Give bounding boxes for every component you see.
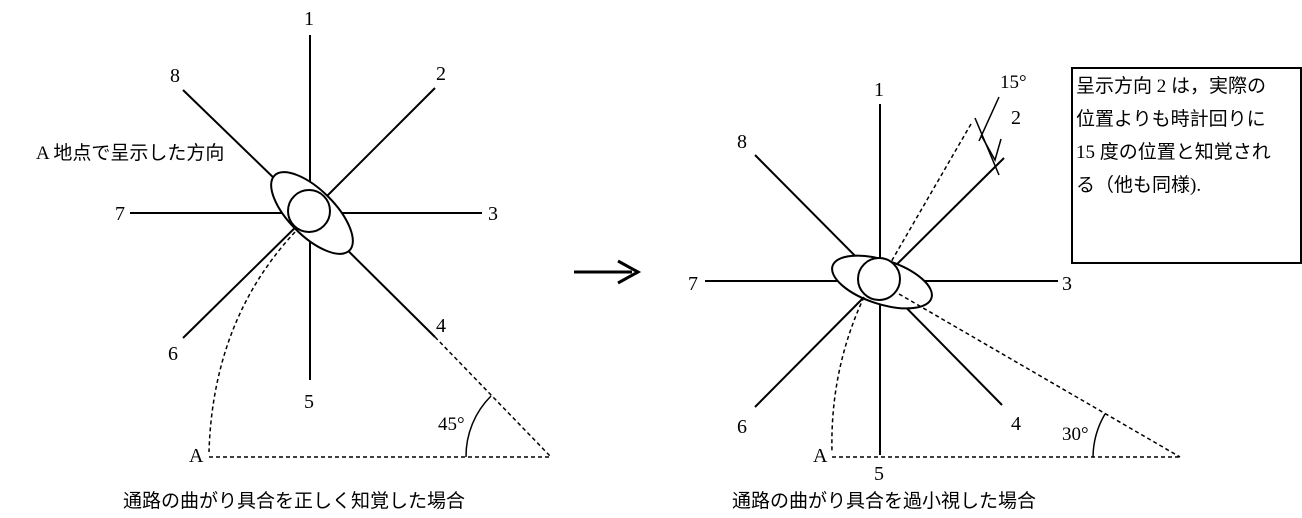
left-angle-arc — [465, 395, 492, 458]
transition-arrow-icon — [574, 259, 642, 285]
right-angle-label: 30° — [1062, 424, 1089, 445]
left-direction-label-4: 4 — [436, 315, 446, 337]
right-direction-label-6: 6 — [737, 416, 747, 438]
left-direction-label-2: 2 — [436, 63, 446, 85]
left-caption: 通路の曲がり具合を正しく知覚した場合 — [123, 490, 465, 512]
left-a-direction-label: A 地点で呈示した方向 — [36, 142, 224, 164]
left-line-2 — [309, 87, 436, 214]
note-line-2: 位置よりも時計回りに — [1076, 109, 1266, 130]
left-direction-label-6: 6 — [168, 343, 178, 365]
right-point-a: A — [813, 445, 828, 467]
left-path-diagonal — [434, 336, 552, 458]
right-offset-angle-label: 15° — [1000, 72, 1027, 93]
left-line-6 — [182, 212, 311, 339]
left-figure — [130, 35, 552, 458]
right-true-direction-2 — [879, 123, 972, 282]
left-angle-label: 45° — [438, 414, 465, 435]
right-direction-label-4: 4 — [1011, 413, 1021, 435]
right-direction-label-3: 3 — [1062, 273, 1072, 295]
left-direction-label-1: 1 — [304, 8, 314, 30]
left-direction-label-7: 7 — [115, 203, 125, 225]
left-direction-label-8: 8 — [170, 65, 180, 87]
right-direction-label-1: 1 — [874, 79, 884, 101]
left-direction-label-5: 5 — [304, 391, 314, 413]
right-caption: 通路の曲がり具合を過小視した場合 — [732, 490, 1036, 512]
left-direction-label-3: 3 — [488, 203, 498, 225]
right-line-2 — [879, 157, 1005, 282]
note-line-3: 15 度の位置と知覚され — [1076, 142, 1271, 163]
right-figure — [705, 96, 1181, 458]
right-offset-arrow-curve — [978, 96, 1000, 142]
right-offset-arrowhead-icon — [980, 134, 1002, 162]
note-line-4: る（他も同様). — [1076, 175, 1202, 196]
right-direction-label-7: 7 — [688, 273, 698, 295]
note-box: 呈示方向 2 は，実際の 位置よりも時計回りに 15 度の位置と知覚され る（他… — [1071, 67, 1302, 264]
right-path-curve — [831, 296, 865, 453]
right-path-diagonal — [898, 293, 1181, 458]
right-angle-arc — [1092, 413, 1106, 458]
left-head-circle — [287, 189, 331, 233]
right-direction-label-8: 8 — [737, 131, 747, 153]
right-head-circle — [857, 257, 901, 301]
left-path-curve — [208, 231, 296, 453]
right-direction-label-5: 5 — [874, 463, 884, 485]
note-line-1: 呈示方向 2 は，実際の — [1076, 76, 1267, 97]
right-direction-label-2: 2 — [1011, 107, 1021, 129]
left-point-a: A — [189, 445, 204, 467]
right-line-6 — [754, 280, 881, 408]
